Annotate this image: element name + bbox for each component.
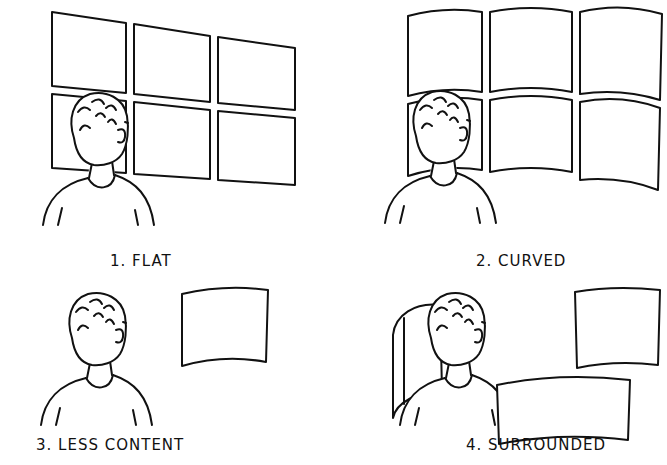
screen xyxy=(408,10,482,96)
viewer-figure xyxy=(385,91,496,223)
screen xyxy=(218,37,295,110)
viewer-figure xyxy=(43,93,154,225)
screen xyxy=(580,7,662,100)
screen xyxy=(575,288,660,368)
viewer-figure xyxy=(41,293,152,425)
caption-label: 4. SURROUNDED xyxy=(466,436,606,454)
screen xyxy=(580,99,660,190)
screen-edge xyxy=(403,318,405,404)
screen xyxy=(134,24,210,102)
screen xyxy=(497,377,630,444)
screen xyxy=(182,288,268,366)
screen xyxy=(52,12,126,93)
screen xyxy=(218,111,295,185)
caption-label: 3. LESS CONTENT xyxy=(36,436,184,454)
viewer-figure xyxy=(400,293,511,425)
caption-label: 2. CURVED xyxy=(476,252,566,270)
screen xyxy=(490,96,572,172)
screen xyxy=(490,8,572,92)
screen xyxy=(134,102,210,179)
caption-label: 1. FLAT xyxy=(110,252,172,270)
